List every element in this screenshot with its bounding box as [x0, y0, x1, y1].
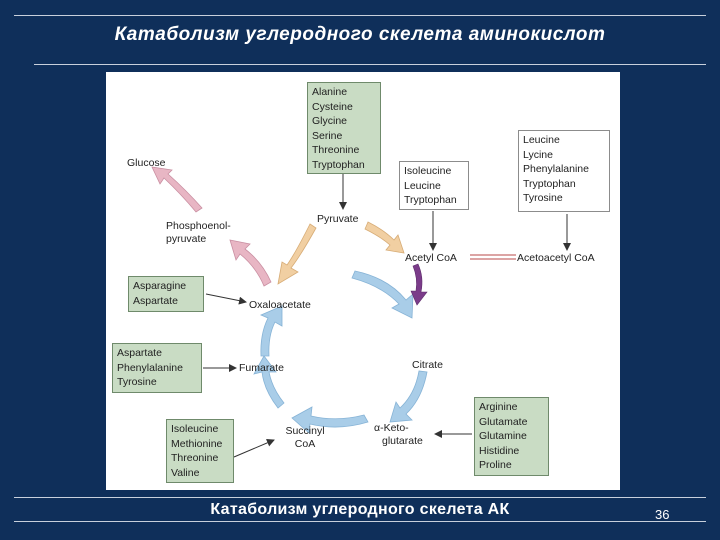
arrow-acetylcoa-cycle: [410, 263, 428, 306]
arrow-oxaloacetate-pep: [229, 239, 272, 287]
arrow-pyruvate-acetylcoa: [364, 221, 405, 254]
amino-acid: Aspartate: [117, 347, 162, 359]
title-bottom-rule: [34, 64, 706, 65]
amino-acid: Glycine: [312, 115, 348, 128]
amino-acid: Arginine: [479, 401, 518, 413]
amino-acid: Leucine: [523, 134, 560, 146]
amino-acid: Histidine: [479, 444, 520, 457]
arrow-box-oxaloacetate: [205, 293, 247, 305]
arrow-box-succinyl: [233, 439, 275, 458]
arrow-pyruvate-oxaloacetate: [277, 223, 317, 285]
succinyl-coa-line2: CoA: [294, 438, 316, 450]
footer-rule-2: [14, 521, 706, 522]
fumarate-sources-box: Aspartate Phenylalanine Tyrosine: [112, 343, 202, 393]
oxaloacetate-sources-box: Asparagine Aspartate: [128, 276, 204, 312]
ketoglutarate-label: α-Keto- glutarate: [374, 422, 423, 448]
amino-acid: Tryptophan: [523, 177, 576, 190]
footer-rule-1: [14, 497, 706, 498]
pathway-arrows: [151, 166, 571, 458]
amino-acid: Valine: [171, 466, 200, 479]
amino-acid: Isoleucine: [171, 423, 219, 435]
amino-acid: Leucine: [404, 179, 441, 192]
cycle-arrow-ketoglutarate-succinyl: [291, 406, 369, 434]
ketoglutarate-line1: α-Keto-: [374, 422, 409, 434]
succinyl-sources-box: Isoleucine Methionine Threonine Valine: [166, 419, 234, 483]
amino-acid: Serine: [312, 129, 343, 142]
acetoacetyl-coa-label: Acetoacetyl CoA: [517, 252, 595, 264]
amino-acid: Isoleucine: [404, 165, 452, 177]
amino-acid: Lycine: [523, 148, 553, 161]
cycle-arrows: [253, 270, 428, 434]
oxaloacetate-label: Oxaloacetate: [249, 299, 311, 311]
arrow-pep-glucose: [151, 166, 203, 213]
slide-footer: Катаболизм углеродного скелета АК: [210, 501, 510, 518]
glucose-label: Glucose: [127, 157, 166, 169]
cycle-arrow-oxaloacetate-citrate: [351, 270, 414, 319]
amino-acid: Tryptophan: [404, 194, 457, 207]
fumarate-label: Fumarate: [239, 362, 284, 374]
cycle-arrow-citrate-ketoglutarate: [389, 370, 428, 423]
amino-acid: Tryptophan: [312, 158, 365, 171]
amino-acid: Glutamine: [479, 430, 527, 443]
pep-label-line2: pyruvate: [166, 233, 207, 245]
amino-acid: Glutamate: [479, 415, 528, 428]
metabolic-diagram: Alanine Cysteine Glycine Serine Threonin…: [106, 72, 620, 490]
ketoglutarate-line2: glutarate: [382, 435, 423, 447]
amino-acid: Proline: [479, 459, 512, 472]
amino-acid: Asparagine: [133, 280, 187, 292]
page-number: 36: [655, 507, 670, 522]
succinyl-coa-label: Succinyl CoA: [277, 425, 333, 451]
title-top-rule: [14, 15, 706, 16]
cycle-arrow-succinyl-fumarate: [253, 355, 285, 409]
amino-acid: Tyrosine: [117, 376, 157, 389]
amino-acid: Methionine: [171, 437, 223, 450]
amino-acid: Alanine: [312, 86, 348, 98]
amino-acid: Aspartate: [133, 294, 178, 307]
pyruvate-sources-box: Alanine Cysteine Glycine Serine Threonin…: [307, 82, 381, 174]
citrate-label: Citrate: [412, 359, 443, 371]
acetoacetyl-sources-box: Leucine Lycine Phenylalanine Tryptophan …: [518, 130, 610, 212]
succinyl-coa-line1: Succinyl: [285, 425, 325, 437]
slide-title: Катаболизм углеродного скелета аминокисл…: [114, 24, 606, 45]
pep-label-line1: Phosphoenol-: [166, 220, 231, 232]
source-arrows: [203, 174, 571, 458]
acetyl-sources-box: Isoleucine Leucine Tryptophan: [399, 161, 469, 210]
amino-acid: Phenylalanine: [523, 163, 589, 176]
amino-acid: Phenylalanine: [117, 361, 183, 374]
pyruvate-label: Pyruvate: [317, 213, 359, 225]
cycle-arrow-fumarate-oxaloacetate: [259, 305, 283, 357]
pep-label: Phosphoenol- pyruvate: [166, 220, 231, 246]
acetoacetyl-acetyl-link: [470, 254, 516, 260]
amino-acid: Threonine: [171, 452, 219, 465]
amino-acid: Threonine: [312, 144, 360, 157]
ketoglutarate-sources-box: Arginine Glutamate Glutamine Histidine P…: [474, 397, 549, 476]
amino-acid: Tyrosine: [523, 192, 563, 205]
acetyl-coa-label: Acetyl CoA: [405, 252, 457, 264]
amino-acid: Cysteine: [312, 100, 353, 113]
